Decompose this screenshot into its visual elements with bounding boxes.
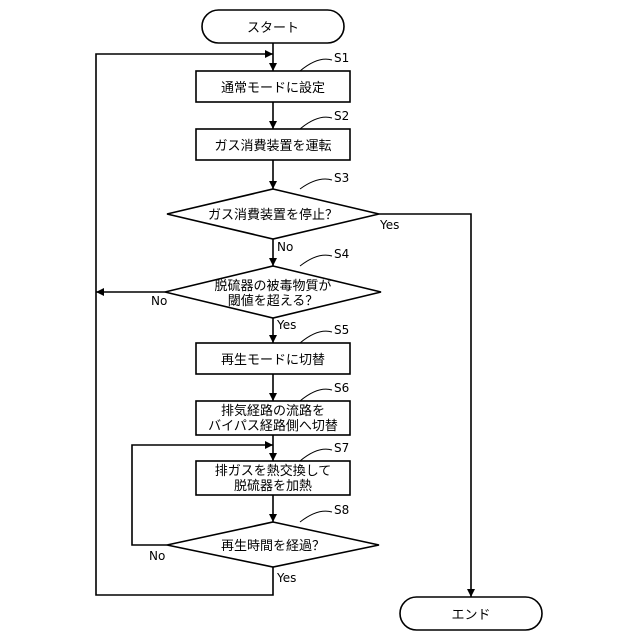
process-s6-line1: 排気経路の流路を — [221, 403, 325, 419]
decision-s3-text: ガス消費装置を停止？ — [208, 207, 338, 223]
s5-leader — [300, 331, 332, 343]
s3-yes-label: Yes — [379, 218, 399, 232]
process-s2-text: ガス消費装置を運転 — [214, 139, 331, 154]
s3-leader — [300, 179, 332, 189]
step-label-s4: S4 — [334, 247, 349, 261]
s3-no-label: No — [277, 240, 293, 254]
step-label-s7: S7 — [334, 441, 349, 455]
decision-s4-line2: 閾値を超える？ — [228, 293, 319, 309]
s1-leader — [300, 59, 332, 71]
s2-leader — [300, 117, 332, 129]
step-label-s2: S2 — [334, 109, 349, 123]
s7-leader — [300, 449, 332, 461]
start-label: スタート — [247, 21, 299, 36]
s8-yes-label: Yes — [276, 571, 296, 585]
s4-yes-label: Yes — [276, 318, 296, 332]
process-s1-text: 通常モードに設定 — [221, 80, 325, 96]
step-label-s5: S5 — [334, 323, 349, 337]
s8-leader — [300, 511, 332, 522]
process-s5-text: 再生モードに切替 — [221, 353, 325, 368]
arrow-s3-yes-to-end — [379, 214, 471, 597]
process-s7-line2: 脱硫器を加熱 — [234, 479, 312, 494]
decision-s8-text: 再生時間を経過？ — [221, 539, 325, 554]
process-s6-line2: バイパス経路側へ切替 — [208, 418, 338, 434]
s8-no-label: No — [149, 549, 165, 563]
step-label-s3: S3 — [334, 171, 349, 185]
s4-leader — [300, 255, 332, 266]
end-label: エンド — [451, 608, 490, 623]
decision-s4-line1: 脱硫器の被毒物質が — [214, 279, 331, 294]
step-label-s8: S8 — [334, 503, 349, 517]
step-label-s1: S1 — [334, 51, 349, 65]
process-s7-line1: 排ガスを熱交換して — [215, 463, 332, 479]
step-label-s6: S6 — [334, 381, 349, 395]
s4-no-label: No — [151, 294, 167, 308]
s6-leader — [300, 389, 332, 401]
